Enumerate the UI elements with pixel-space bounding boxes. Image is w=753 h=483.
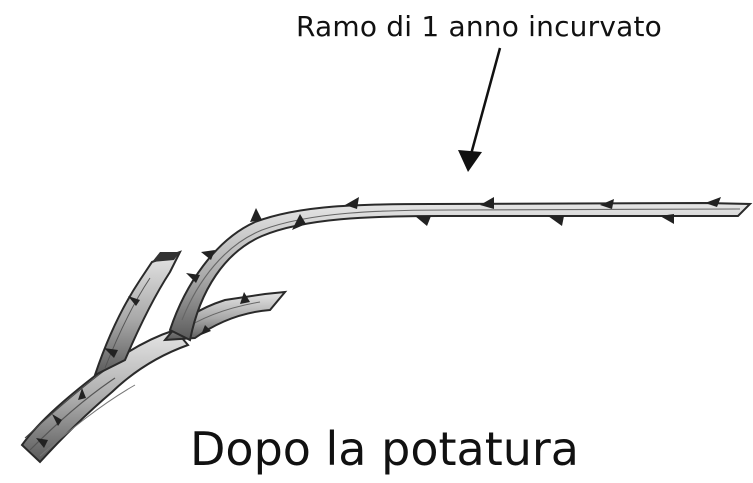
caption: Dopo la potatura [190, 422, 579, 476]
annotation-label: Ramo di 1 anno incurvato [296, 10, 662, 43]
one-year-curved-shoot [170, 197, 750, 340]
arrow-down-icon [458, 48, 500, 172]
